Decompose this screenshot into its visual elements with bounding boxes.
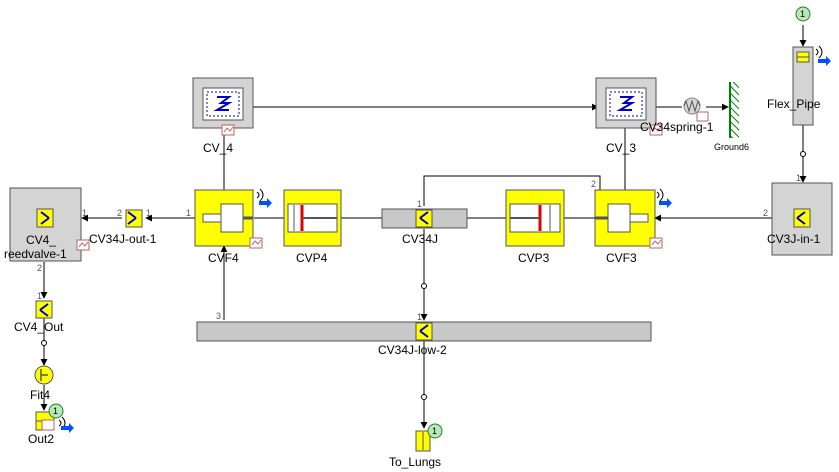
cv4-reedvalve-label-2: reedvalve-1 bbox=[4, 247, 67, 261]
flex-pipe-component[interactable] bbox=[792, 6, 831, 126]
out2-label: Out2 bbox=[28, 432, 55, 446]
cvp3-component[interactable] bbox=[505, 189, 565, 247]
cvf4-label: CVF4 bbox=[208, 251, 239, 265]
cv4-component[interactable] bbox=[192, 77, 254, 136]
junction-nodes bbox=[41, 151, 806, 400]
fit4-label: Fit4 bbox=[30, 388, 51, 402]
cv3-component[interactable] bbox=[595, 77, 663, 136]
cv34j-component[interactable] bbox=[381, 208, 468, 229]
cvf3-component[interactable] bbox=[594, 188, 672, 249]
cvp4-label: CVP4 bbox=[296, 251, 328, 265]
spring-icon[interactable] bbox=[683, 97, 709, 122]
cv34j-out-component[interactable] bbox=[125, 209, 143, 228]
ground-label: Ground6 bbox=[714, 142, 750, 152]
out2-badge-number: 1 bbox=[53, 406, 59, 416]
cvf4-component[interactable] bbox=[194, 188, 272, 249]
cv4-reedvalve-label-1: CV4_ bbox=[26, 233, 57, 247]
port-label: 2 bbox=[591, 179, 597, 189]
port-label: 1 bbox=[796, 173, 802, 183]
cv3-label: CV_3 bbox=[606, 141, 637, 155]
to-lungs-component[interactable] bbox=[415, 423, 443, 452]
cvp3-label: CVP3 bbox=[518, 251, 550, 265]
cv3j-in-component[interactable] bbox=[771, 182, 833, 256]
port-label: 1 bbox=[82, 208, 88, 218]
port-label: 1 bbox=[37, 291, 43, 301]
port-label: 1 bbox=[417, 312, 423, 322]
port-label: 2 bbox=[37, 263, 43, 273]
to-lungs-badge-number: 1 bbox=[432, 426, 438, 436]
port-label: 1 bbox=[186, 208, 192, 218]
source-badge-number: 1 bbox=[800, 9, 806, 19]
cv34j-low-label: CV34J-low-2 bbox=[378, 343, 447, 357]
fit4-component[interactable] bbox=[34, 365, 54, 385]
cv4-reedvalve-component[interactable] bbox=[9, 187, 90, 262]
cv4-label: CV_4 bbox=[203, 141, 234, 155]
cv34j-label: CV34J bbox=[402, 232, 439, 246]
cvp4-component[interactable] bbox=[283, 189, 342, 247]
cvf3-label: CVF3 bbox=[606, 251, 637, 265]
port-label: 2 bbox=[763, 208, 769, 218]
ground-icon bbox=[729, 82, 739, 138]
cv34j-low-component[interactable] bbox=[196, 321, 652, 342]
cv4-out-component[interactable] bbox=[35, 300, 53, 319]
cv3j-in-label: CV3J-in-1 bbox=[767, 232, 821, 246]
out2-component[interactable] bbox=[35, 403, 74, 433]
cv34j-out-label: CV34J-out-1 bbox=[89, 232, 157, 246]
port-label: 1 bbox=[417, 199, 423, 209]
port-label: 1 bbox=[146, 208, 152, 218]
flex-pipe-label: Flex_Pipe bbox=[767, 97, 821, 111]
to-lungs-label: To_Lungs bbox=[389, 455, 442, 469]
port-label: 2 bbox=[117, 208, 123, 218]
cv4-out-label: CV4_Out bbox=[14, 320, 64, 334]
port-label: 3 bbox=[216, 311, 222, 321]
spring-label: CV34spring-1 bbox=[640, 120, 714, 134]
